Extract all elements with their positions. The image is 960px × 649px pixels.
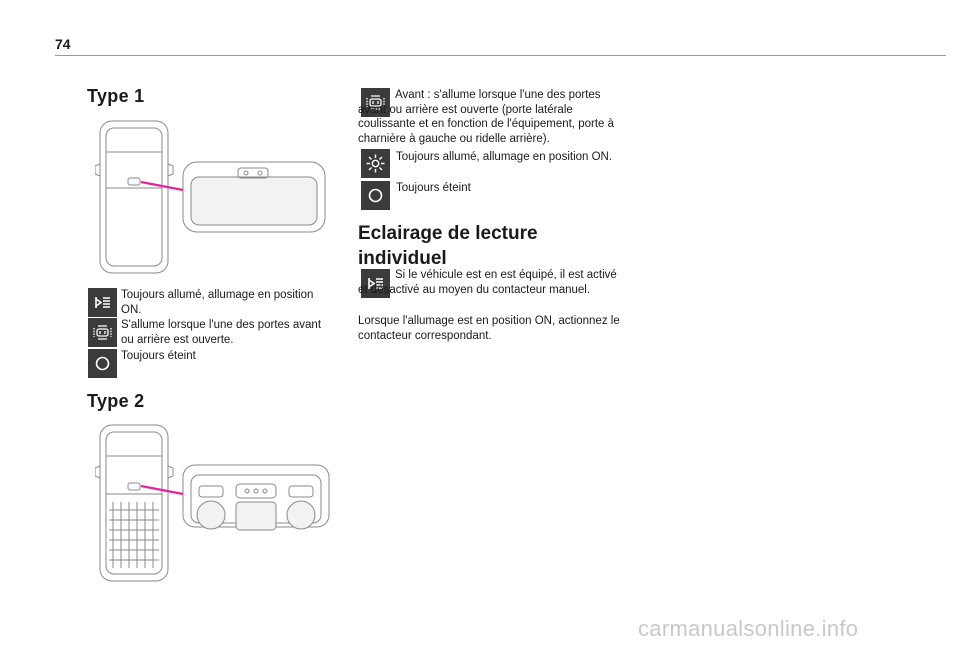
type2-item3-text: Toujours éteint	[396, 182, 471, 194]
type1-item1-text: Toujours allumé, allumage en position ON…	[121, 289, 314, 316]
type1-illustration	[95, 120, 326, 274]
page-number: 74	[55, 36, 71, 52]
type2-heading: Type 2	[87, 391, 145, 411]
pointer-line	[140, 484, 184, 496]
reading-light-heading: Eclairage de lecture individuel	[358, 223, 538, 269]
sun-light-icon	[361, 149, 390, 178]
type2-item2-text: Toujours allumé, allumage en position ON…	[396, 151, 613, 163]
reading-light-text2: Lorsque l'allumage est en position ON, a…	[358, 315, 620, 342]
door-light-icon	[88, 318, 117, 347]
type1-item3-text: Toujours éteint	[121, 350, 196, 362]
reading-light-icon	[361, 269, 390, 298]
type2-illustration	[95, 424, 330, 582]
type1-item2-text: S'allume lorsque l'une des portes avant …	[121, 319, 322, 346]
type2-item1-text: Avant : s'allume lorsque l'une des porte…	[358, 89, 615, 145]
pointer-line	[140, 180, 184, 192]
watermark: carmanualsonline.info	[638, 616, 859, 641]
door-light-icon	[361, 88, 390, 117]
reading-light-icon	[88, 288, 117, 317]
header-rule	[55, 55, 946, 56]
light-off-icon	[88, 349, 117, 378]
type1-heading: Type 1	[87, 86, 145, 106]
reading-light-text1: Si le véhicule est en est équipé, il est…	[358, 269, 617, 296]
light-off-icon	[361, 181, 390, 210]
